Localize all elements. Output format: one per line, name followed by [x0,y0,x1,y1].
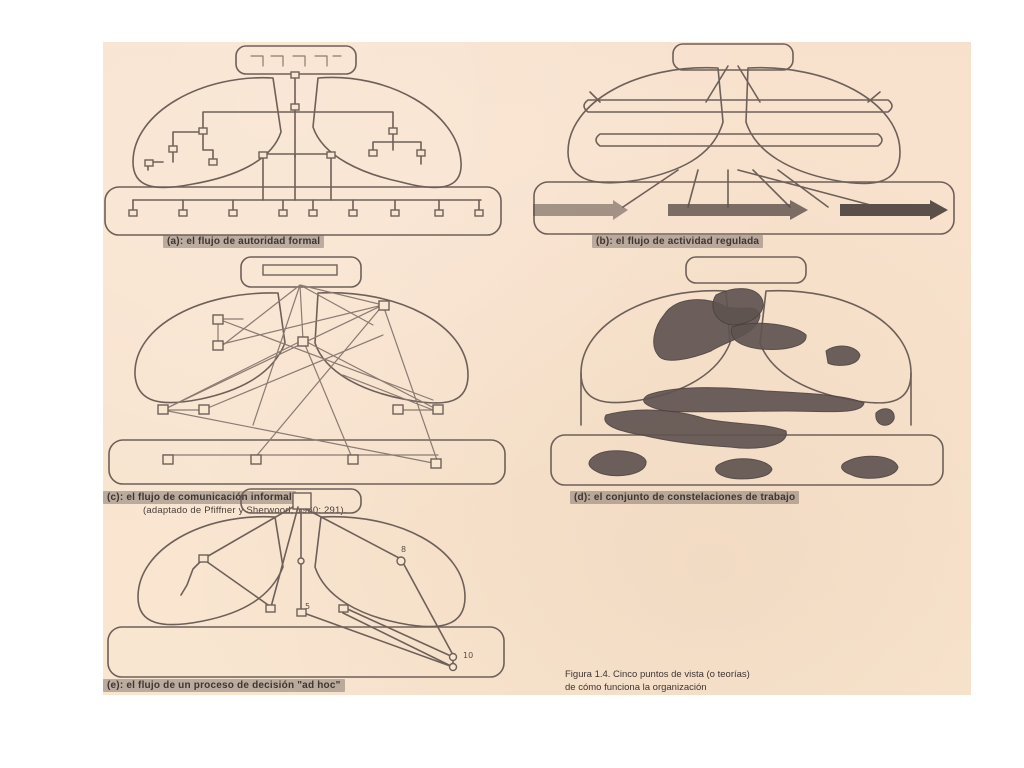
informal-links [162,284,439,464]
figure-caption-line1: Figura 1.4. Cinco puntos de vista (o teo… [565,669,750,680]
left-lobe [134,292,286,404]
right-lobe [312,76,462,189]
outline-sides [580,372,912,426]
right-lobe [759,289,912,404]
flow-loop-upper [583,99,893,113]
arrow-right [867,91,881,103]
panel-c-informal-communication: (c): el flujo de comunicación informal (… [103,255,523,516]
diagram-e-svg [107,488,505,678]
figure-caption: Figura 1.4. Cinco puntos de vista (o teo… [565,668,750,694]
operating-core [107,626,505,678]
panel-d-work-constellations: (d): el conjunto de constelaciones de tr… [546,255,971,504]
flow-loop-lower [595,133,883,147]
apex-box [240,256,362,288]
left-lobe [132,76,282,189]
diagram-a-svg [104,45,502,236]
apex-rays [705,65,761,103]
operating-core [108,439,506,485]
right-hierarchy [372,131,422,165]
diagram-b-svg [533,43,955,235]
caption-d: (d): el conjunto de constelaciones de tr… [570,491,800,504]
fan-lines [622,169,879,208]
left-lobe [580,289,731,404]
constellation-blobs [588,288,899,480]
left-lobe [567,66,724,184]
caption-a: (a): el flujo de autoridad formal [163,235,325,248]
node-boxes [128,71,484,217]
caption-c: (c): el flujo de comunicación informal [103,491,296,504]
diagram-d-svg [550,256,944,486]
caption-b: (b): el flujo de actividad regulada [592,235,764,248]
left-lobe [137,515,284,626]
right-lobe [314,291,469,404]
left-hierarchy [147,131,214,171]
right-lobe [745,66,901,185]
apex-node [292,492,312,510]
arrow-left [589,91,601,103]
communication-nodes [157,300,444,469]
apex-node [262,264,338,276]
apex-box [672,43,794,71]
node-label-mid: 5 [305,602,311,611]
authority-lines [202,73,394,158]
base-drops [132,199,480,213]
panel-b-regulated-activity: (b): el flujo de actividad regulada [528,42,971,257]
scanned-figure: (a): el flujo de autoridad formal (b): e… [103,42,971,695]
paper-texture [103,42,971,695]
node-label-top: 8 [401,545,407,554]
decision-nodes [198,554,458,672]
activity-arrow-2 [668,204,790,216]
figure-caption-line2: de cómo funciona la organización [565,682,707,693]
right-lobe [314,515,466,628]
diagram-c-svg [108,256,506,485]
caption-e: (e): el flujo de un proceso de decisión … [103,679,345,692]
apex-box [685,256,807,284]
panel-e-ad-hoc-decision: 8 5 10 (e): el flujo de un proceso de de… [103,487,523,695]
activity-arrow-1 [533,204,613,216]
apex-box [235,45,357,75]
node-label-right: 10 [463,651,474,660]
decision-path [180,506,454,668]
middle-line [262,153,332,201]
apex-scribble [250,55,342,67]
activity-arrow-3 [840,204,930,216]
panel-a-formal-authority: (a): el flujo de autoridad formal [103,42,523,257]
